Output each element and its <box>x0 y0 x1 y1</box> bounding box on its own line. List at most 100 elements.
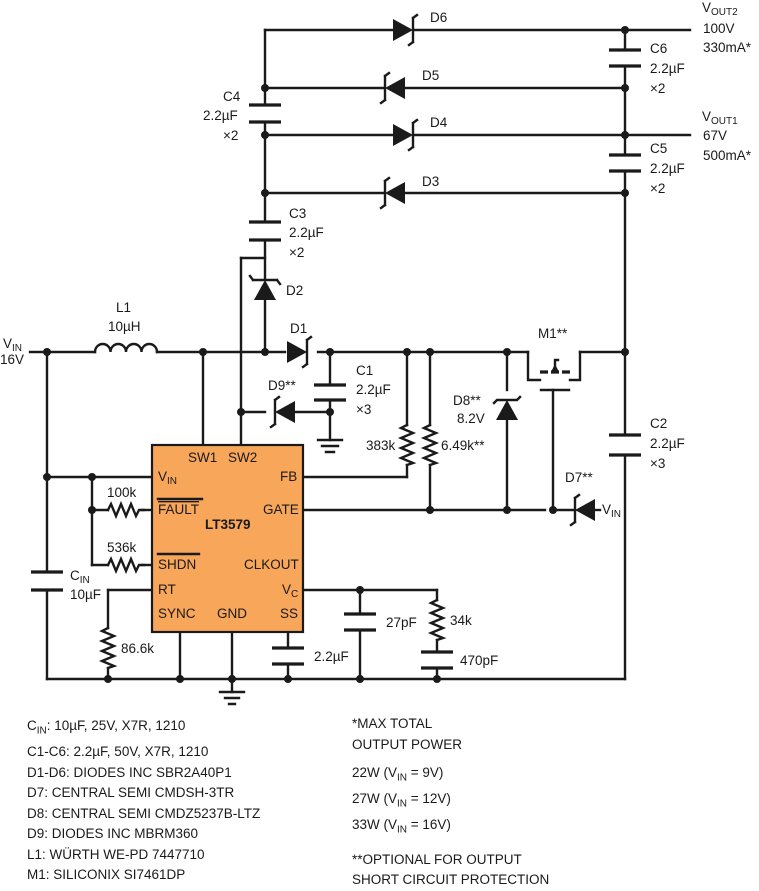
bom-item: C1-C6: 2.2µF, 50V, X7R, 1210 <box>27 744 209 760</box>
c4-ref: C4 <box>223 89 241 104</box>
footnotes: *MAX TOTAL OUTPUT POWER 22W (VIN = 9V) 2… <box>352 714 549 891</box>
r-fb-top-value: 383k <box>366 438 396 453</box>
c6-value: 2.2µF <box>650 61 685 76</box>
resistor-86k6 <box>98 626 118 670</box>
capacitor-c2 <box>609 433 641 457</box>
diode-d8 <box>492 395 522 420</box>
note-short-circuit: SHORT CIRCUIT PROTECTION <box>352 872 550 888</box>
pin-sw2: SW2 <box>228 450 257 465</box>
vout2-current: 330mA* <box>703 40 752 55</box>
pin-vin: VIN <box>158 469 177 487</box>
c4-value: 2.2µF <box>203 108 238 123</box>
pin-clkout: CLKOUT <box>244 557 299 572</box>
d8-label: D8** <box>453 393 482 408</box>
diode-d7 <box>569 493 602 527</box>
d7-label: D7** <box>565 470 594 485</box>
diode-d9 <box>269 395 295 429</box>
resistor-383k <box>397 423 417 467</box>
note-power-line: 22W (VIN = 9V) <box>352 765 444 784</box>
r-vc-value: 34k <box>450 613 472 628</box>
vout2-voltage: 100V <box>703 21 735 36</box>
c5-mult: ×2 <box>650 181 665 196</box>
bom-item: L1: WÜRTH WE-PD 7447710 <box>27 846 205 862</box>
d7-vin-label: VIN <box>602 502 621 520</box>
d6-label: D6 <box>430 10 447 25</box>
cvc1-value: 27pF <box>386 615 417 630</box>
diode-d4 <box>393 118 419 152</box>
c2-ref: C2 <box>650 416 667 431</box>
d3-label: D3 <box>422 174 439 189</box>
pin-sw1: SW1 <box>188 450 217 465</box>
c4-mult: ×2 <box>223 128 238 143</box>
vout1-label: VOUT1 <box>702 109 738 127</box>
bom-list: CIN: 10µF, 25V, X7R, 1210 C1-C6: 2.2µF, … <box>27 716 260 886</box>
cvc2-value: 470pF <box>460 653 498 668</box>
c1-ref: C1 <box>356 363 373 378</box>
diode-d3 <box>379 176 405 210</box>
capacitor-c5 <box>609 153 641 173</box>
c3-mult: ×2 <box>289 245 304 260</box>
c5-ref: C5 <box>650 141 667 156</box>
pin-gate: GATE <box>263 502 299 517</box>
bom-item: CIN: 10µF, 25V, X7R, 1210 <box>27 718 186 737</box>
component-labels: VIN 16V VOUT2 100V 330mA* VOUT1 67V 500m… <box>0 0 752 668</box>
r-rt-value: 86.6k <box>121 641 154 656</box>
resistor-6k49 <box>420 423 440 467</box>
d4-label: D4 <box>430 115 448 130</box>
vout1-current: 500mA* <box>703 148 752 163</box>
c1-value: 2.2µF <box>356 382 391 397</box>
note-output-power: OUTPUT POWER <box>352 736 463 752</box>
note-max-power: *MAX TOTAL <box>352 716 433 731</box>
d8-value: 8.2V <box>457 411 485 426</box>
r-fb-bot-value: 6.49k** <box>441 438 485 453</box>
vout2-label: VOUT2 <box>702 0 738 18</box>
resistor-34k <box>427 598 447 642</box>
cin-label: CIN <box>70 568 90 586</box>
c1-mult: ×3 <box>356 402 371 417</box>
mosfet-m1 <box>526 350 582 392</box>
c5-value: 2.2µF <box>650 161 685 176</box>
note-power-line: 27W (VIN = 12V) <box>352 791 451 810</box>
bom-item: D9: DIODES INC MBRM360 <box>27 826 199 842</box>
c2-value: 2.2µF <box>650 436 685 451</box>
capacitor-470pf <box>421 650 453 670</box>
resistor-100k <box>106 500 146 520</box>
pin-rt: RT <box>158 582 176 597</box>
diode-d2 <box>248 274 282 300</box>
l1-value: 10µH <box>108 319 141 334</box>
note-optional: **OPTIONAL FOR OUTPUT <box>352 851 522 867</box>
diode-d1 <box>287 335 313 369</box>
vout1-voltage: 67V <box>703 128 727 143</box>
vin-label: VIN <box>3 336 22 354</box>
css-value: 2.2µF <box>314 649 349 664</box>
pin-sync: SYNC <box>158 606 196 621</box>
capacitor-c1 <box>314 383 346 402</box>
d2-label: D2 <box>286 283 303 298</box>
junction-dots <box>43 26 629 683</box>
pin-fb: FB <box>280 469 297 484</box>
pin-fault: FAULT <box>158 502 199 517</box>
c2-mult: ×3 <box>650 456 665 471</box>
bom-item: M1: SILICONIX SI7461DP <box>27 867 186 883</box>
capacitor-cin <box>31 570 63 592</box>
r-fault-value: 100k <box>107 485 137 500</box>
pin-vc: VC <box>282 582 298 600</box>
bom-item: D1-D6: DIODES INC SBR2A40P1 <box>27 764 232 780</box>
ground-symbol <box>218 444 340 706</box>
pin-shdn: SHDN <box>158 557 196 572</box>
resistor-536k <box>106 555 146 575</box>
diode-d5 <box>379 71 405 105</box>
d5-label: D5 <box>422 68 439 83</box>
c3-value: 2.2µF <box>289 225 324 240</box>
d9-label: D9** <box>268 378 297 393</box>
r-shdn-value: 536k <box>107 540 137 555</box>
l1-ref: L1 <box>116 300 131 315</box>
bom-item: D8: CENTRAL SEMI CMDZ5237B-LTZ <box>27 805 261 821</box>
pin-ss: SS <box>280 606 298 621</box>
ic-name: LT3579 <box>205 517 251 532</box>
pin-gnd: GND <box>217 606 247 621</box>
c6-ref: C6 <box>650 41 667 56</box>
note-power-line: 33W (VIN = 16V) <box>352 817 451 837</box>
ic-lt3579: LT3579 SW1 SW2 VIN FAULT SHDN RT SYNC GN… <box>150 443 305 634</box>
